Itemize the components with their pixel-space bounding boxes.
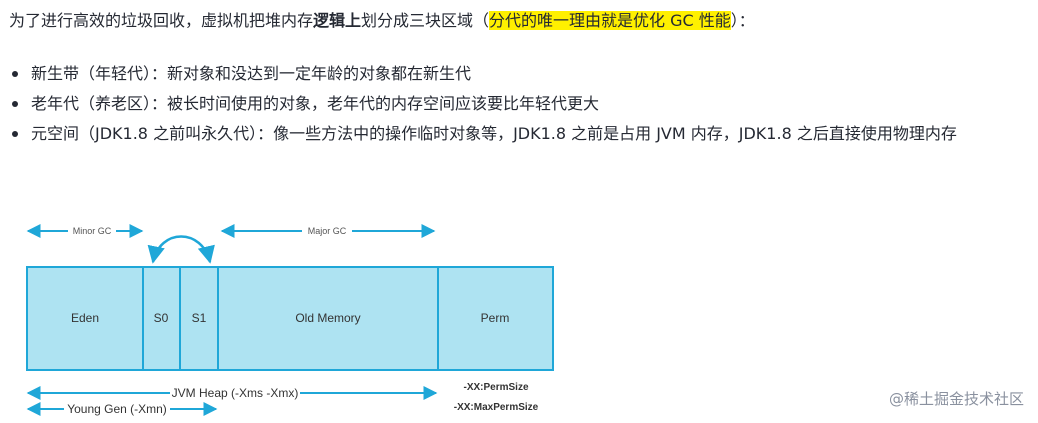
intro-bold: 逻辑上 xyxy=(313,11,362,30)
s0-label: S0 xyxy=(154,311,169,325)
jvm-memory-diagram: Minor GC Major GC Eden S0 S1 Old Memory … xyxy=(20,212,565,418)
list-item-text: 老年代（养老区）：被长时间使用的对象，老年代的内存空间应该要比年轻代更大 xyxy=(31,94,600,113)
survivor-swap-arrow xyxy=(147,235,215,264)
intro-text-1: 为了进行高效的垃圾回收，虚拟机把堆内存 xyxy=(9,11,314,30)
s1-label: S1 xyxy=(192,311,207,325)
bullet-icon xyxy=(12,131,18,137)
old-memory-label: Old Memory xyxy=(295,311,360,325)
s0-region xyxy=(142,266,181,371)
bullet-icon xyxy=(12,101,18,107)
perm-label: Perm xyxy=(481,311,510,325)
jvm-heap-label: JVM Heap (-Xms -Xmx) xyxy=(172,386,299,400)
major-gc-label: Major GC xyxy=(308,226,347,236)
list-item-text: 新生带（年轻代）：新对象和没达到一定年龄的对象都在新生代 xyxy=(31,64,472,83)
memory-diagram-svg: Minor GC Major GC Eden S0 S1 Old Memory … xyxy=(26,224,554,416)
watermark: @稀土掘金技术社区 xyxy=(888,390,1024,408)
max-perm-size-label: -XX:MaxPermSize xyxy=(454,402,539,413)
perm-size-label: -XX:PermSize xyxy=(463,382,528,393)
eden-label: Eden xyxy=(71,311,99,325)
old-memory-region xyxy=(217,266,439,371)
young-gen-label: Young Gen (-Xmn) xyxy=(67,402,167,416)
list-item-text: 元空间（JDK1.8 之前叫永久代）：像一些方法中的操作临时对象等，JDK1.8… xyxy=(31,124,957,143)
s1-region xyxy=(179,266,219,371)
bullet-icon xyxy=(12,71,18,77)
intro-paragraph: 为了进行高效的垃圾回收，虚拟机把堆内存逻辑上划分成三块区域（分代的唯一理由就是优… xyxy=(9,8,755,34)
minor-gc-label: Minor GC xyxy=(73,226,112,236)
intro-text-2: 划分成三块区域（ xyxy=(361,11,490,30)
generation-list: 新生带（年轻代）：新对象和没达到一定年龄的对象都在新生代 老年代（养老区）：被长… xyxy=(9,60,1029,150)
perm-region xyxy=(437,266,554,371)
list-item: 元空间（JDK1.8 之前叫永久代）：像一些方法中的操作临时对象等，JDK1.8… xyxy=(9,120,1029,148)
intro-highlight: 分代的唯一理由就是优化 GC 性能 xyxy=(489,11,731,30)
list-item: 老年代（养老区）：被长时间使用的对象，老年代的内存空间应该要比年轻代更大 xyxy=(9,90,1029,118)
list-item: 新生带（年轻代）：新对象和没达到一定年龄的对象都在新生代 xyxy=(9,60,1029,88)
intro-text-3: ）： xyxy=(730,11,755,30)
eden-region xyxy=(26,266,144,371)
